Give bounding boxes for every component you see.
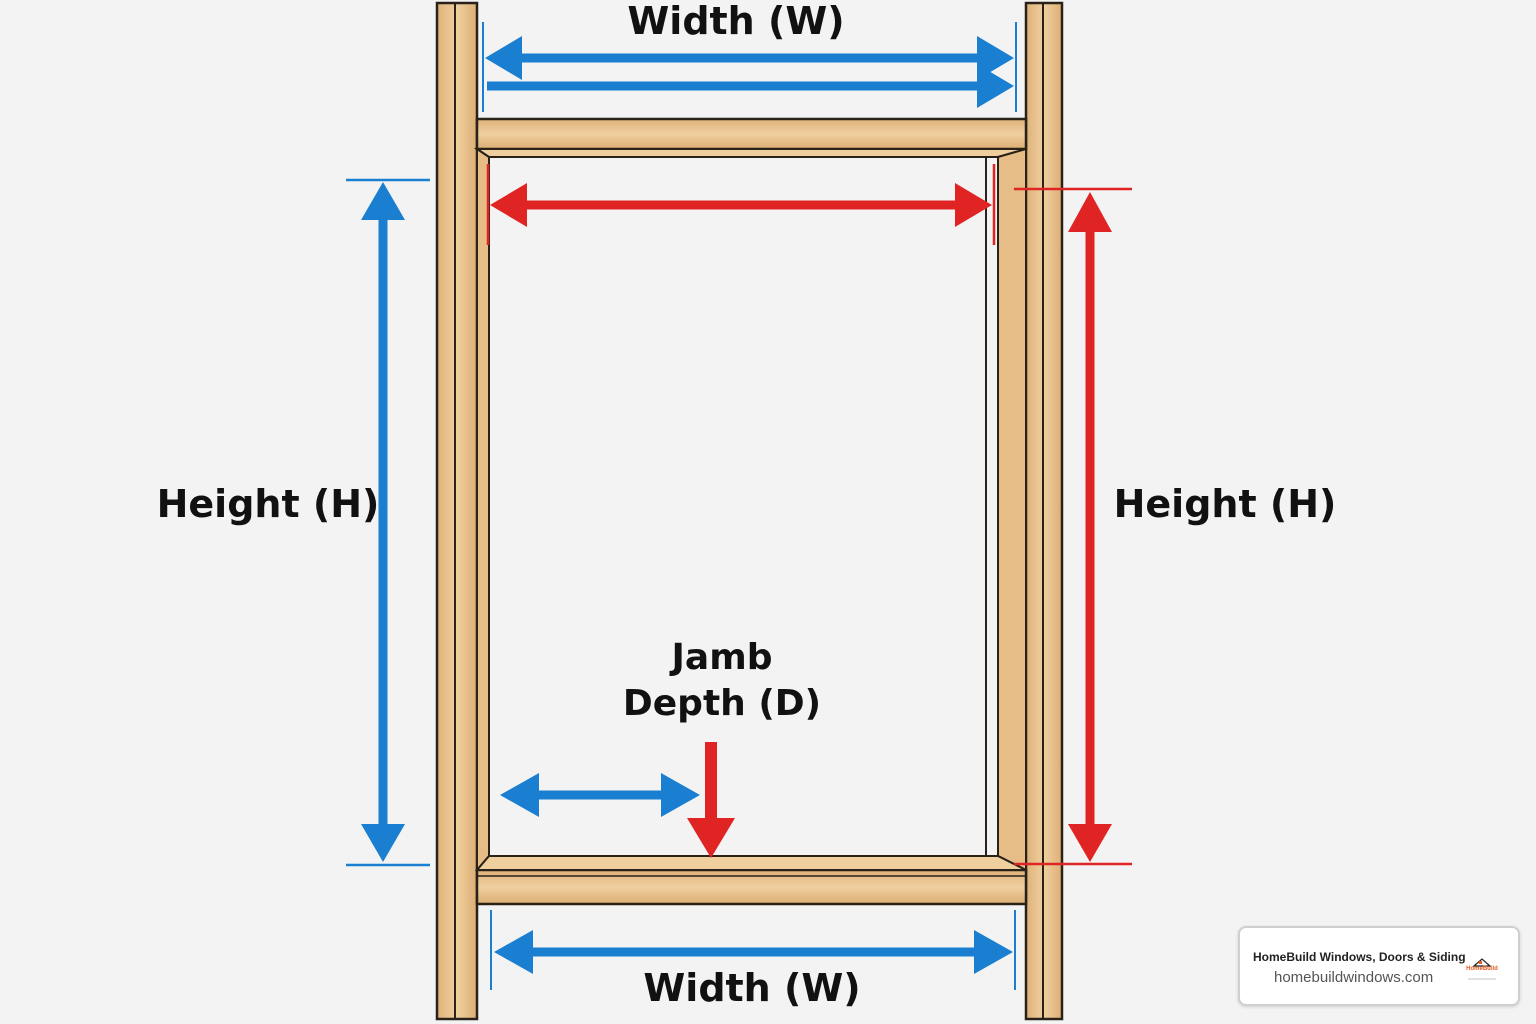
right-height-arrow — [1014, 187, 1132, 866]
right-height-label: Height (H) — [1113, 482, 1337, 526]
jamb-depth-label: Jamb Depth (D) — [623, 635, 821, 727]
brand-url[interactable]: homebuildwindows.com — [1274, 969, 1434, 986]
top-width-label: Width (W) — [627, 0, 845, 43]
brand-logo-text: HomeBuild — [1466, 966, 1498, 972]
jamb-label-line2: Depth (D) — [622, 683, 822, 724]
left-stud — [435, 1, 479, 1021]
jamb-pointer-arrow — [687, 742, 735, 858]
inner-jamb-frame — [473, 147, 1027, 873]
brand-card[interactable]: HomeBuild Windows, Doors & Siding homebu… — [1238, 926, 1520, 1006]
brand-logo-icon: HomeBuild — [1462, 956, 1502, 982]
header-beam — [475, 117, 1028, 151]
top-width-arrow — [482, 22, 1017, 112]
left-height-label: Height (H) — [156, 482, 380, 526]
bottom-width-label: Width (W) — [643, 966, 861, 1010]
right-stud — [1024, 1, 1064, 1021]
left-height-arrow — [346, 178, 430, 867]
sill-beam — [475, 868, 1028, 906]
brand-name: HomeBuild Windows, Doors & Siding — [1253, 950, 1466, 964]
bottom-width-arrow — [490, 910, 1016, 990]
jamb-label-line1: Jamb — [671, 637, 773, 678]
inner-width-arrow — [486, 164, 996, 245]
jamb-depth-arrow — [500, 773, 700, 817]
